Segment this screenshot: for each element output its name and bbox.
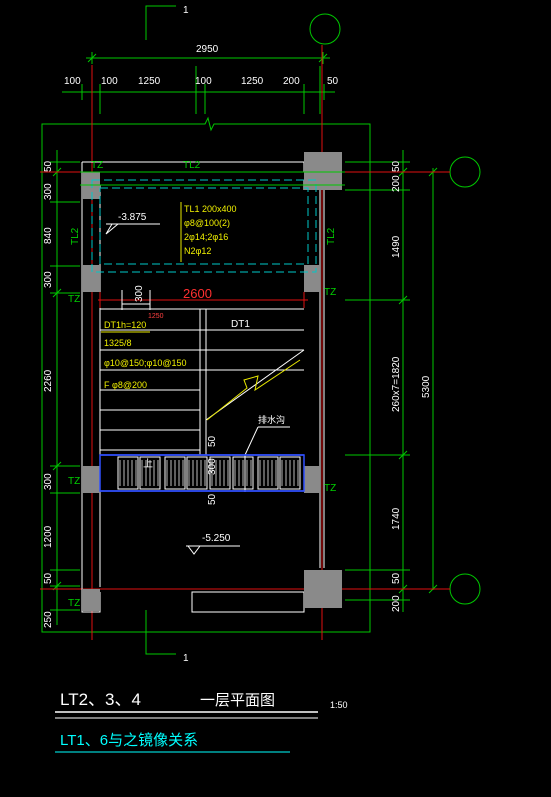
dim-overall-2950: 2950 — [196, 44, 219, 55]
tz-labels: TZ TZ TZ TZ TZ TZ — [68, 160, 336, 609]
drain-dim-50-a: 50 — [207, 435, 218, 447]
outer-boundary — [41, 116, 371, 633]
right-dim-50-bottom: 50 — [391, 572, 402, 584]
right-dim-200-top: 200 — [391, 175, 402, 192]
section-mark-bottom: 1 — [145, 610, 189, 664]
level-lower-text: -5.250 — [202, 533, 231, 544]
subtitle-text: 一层平面图 — [200, 692, 275, 709]
stair-note-line-2: 1325/8 — [104, 338, 132, 348]
tl2-label-top: TL2 — [183, 160, 201, 171]
tl1-note-line-3: 2φ14;2φ16 — [184, 232, 228, 242]
column-top-right — [304, 152, 342, 190]
grid-axes — [40, 45, 450, 640]
tl1-note-line-4: N2φ12 — [184, 246, 211, 256]
top-segment-dimensions: 100 100 1250 100 1250 200 50 — [62, 66, 339, 114]
beam-tl1-inner — [99, 187, 309, 265]
dim-300-small: 300 — [134, 285, 145, 302]
mirror-note: LT1、6与之镜像关系 — [60, 731, 198, 749]
stair-note: DT1h=120 1325/8 φ10@150;φ10@150 F φ8@200 — [101, 320, 187, 390]
drain-dim-300: 300 — [207, 458, 218, 475]
tl2-label-right: TL2 — [326, 227, 337, 245]
section-mark-top: 1 — [145, 5, 189, 40]
left-dim-250: 250 — [43, 611, 54, 628]
dim-2600: 2600 — [98, 286, 308, 308]
dim-seg-100-c: 100 — [195, 76, 212, 87]
tl2-label-left: TL2 — [70, 227, 81, 245]
dim-2600-text: 2600 — [183, 286, 212, 301]
dim-seg-1250-b: 1250 — [241, 76, 264, 87]
axis-bubble-right-bottom — [449, 573, 481, 605]
right-dimension-chain: 50 200 1490 260x7=1820 1740 200 50 5300 — [345, 150, 440, 612]
axis-bubble-top — [309, 13, 341, 45]
section-mark-top-label: 1 — [183, 5, 189, 16]
dim-seg-1250-a: 1250 — [138, 76, 161, 87]
drain-label: 排水沟 — [258, 414, 285, 425]
drain-callout: 排水沟 — [244, 414, 290, 456]
left-dim-2260: 2260 — [43, 369, 54, 392]
scale-text: 1:50 — [330, 700, 348, 710]
drain-grating — [99, 454, 305, 492]
column-mid-right — [304, 265, 320, 292]
stair-note-line-4: F φ8@200 — [104, 380, 147, 390]
tz-label-lower-right: TZ — [324, 483, 336, 494]
column-bottom-right — [304, 570, 342, 608]
right-dim-stair-run: 260x7=1820 — [391, 356, 402, 412]
left-dim-50-bottom: 50 — [43, 572, 54, 584]
axis-bubble-right-top — [449, 156, 481, 188]
tz-label-mid-left: TZ — [68, 294, 80, 305]
left-dim-50-top: 50 — [43, 160, 54, 172]
dim-seg-200: 200 — [283, 76, 300, 87]
right-dim-50-top: 50 — [391, 160, 402, 172]
stair-treads — [100, 308, 305, 492]
column-lower-right — [304, 466, 320, 493]
title-block: LT2、3、4 一层平面图 1:50 LT1、6与之镜像关系 — [55, 690, 348, 753]
column-lower-left — [82, 466, 100, 493]
dim-seg-100-b: 100 — [101, 76, 118, 87]
left-dim-1200: 1200 — [43, 525, 54, 548]
stair-note-line-3: φ10@150;φ10@150 — [104, 358, 187, 368]
dt1-breakline — [206, 359, 301, 421]
right-dim-1740: 1740 — [391, 507, 402, 530]
left-dimension-chain: 50 300 840 300 2260 300 1200 50 250 — [43, 150, 80, 628]
left-dim-840: 840 — [43, 227, 54, 244]
tz-label-bottom-left: TZ — [68, 598, 80, 609]
top-overall-dimension: 2950 — [86, 44, 330, 64]
left-dim-300-a: 300 — [43, 183, 54, 200]
dt1-label: DT1 — [231, 319, 250, 330]
level-upper-text: -3.875 — [118, 212, 147, 223]
left-dim-300-b: 300 — [43, 271, 54, 288]
left-dim-300-c: 300 — [43, 473, 54, 490]
landing-dims: 300 1250 — [121, 285, 164, 320]
column-bottom-left — [82, 589, 100, 611]
tz-label-lower-left: TZ — [68, 476, 80, 487]
tl1-note-line-1: TL1 200x400 — [184, 204, 237, 214]
column-mid-left — [82, 265, 100, 292]
right-dim-200-bottom: 200 — [391, 595, 402, 612]
level-mark-lower: -5.250 — [186, 533, 240, 555]
dim-seg-100-a: 100 — [64, 76, 81, 87]
drain-dim-50-b: 50 — [207, 493, 218, 505]
right-dim-1490: 1490 — [391, 235, 402, 258]
title-text: LT2、3、4 — [60, 690, 141, 709]
up-arrow-label: 上 — [143, 458, 153, 470]
dim-1250-small: 1250 — [148, 313, 164, 320]
stair-note-line-1: DT1h=120 — [104, 320, 146, 330]
right-dim-5300: 5300 — [421, 375, 432, 398]
tl1-note: TL1 200x400 φ8@100(2) 2φ14;2φ16 N2φ12 — [180, 202, 237, 262]
dim-seg-50: 50 — [327, 76, 339, 87]
beam-tl1-outline — [91, 179, 317, 273]
level-mark-upper: -3.875 — [105, 212, 160, 235]
tl1-note-line-2: φ8@100(2) — [184, 218, 230, 228]
tz-label-top: TZ — [91, 160, 103, 171]
tz-label-mid-right: TZ — [324, 287, 336, 298]
section-mark-bottom-label: 1 — [183, 653, 189, 664]
